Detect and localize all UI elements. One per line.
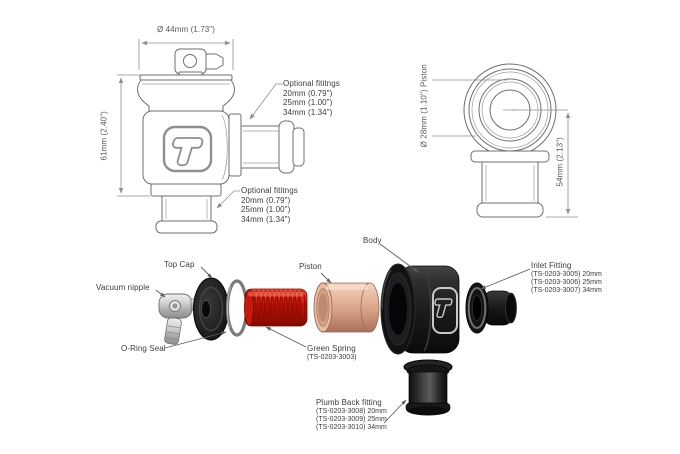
inlet-fitting-label: Inlet Fitting (TS-0203-3005) 20mm (TS-02… [531,261,602,296]
oring-seal-label: O-Ring Seal [121,344,166,353]
side-height-dimension: 54mm (2.13") [555,137,565,187]
front-side-fitting [228,113,305,177]
side-fittings-option: 20mm (0.79") [283,88,333,98]
plumb-back-option: (TS-0203-3009) 25mm [316,415,387,423]
bottom-fittings-title: Optional fititngs [241,186,298,195]
front-logo [162,125,213,173]
inlet-fitting-title: Inlet Fitting [531,261,572,270]
exploded-oring-seal [225,279,249,337]
exploded-plumb-back-fitting [403,359,453,416]
green-spring-label: Green Spring (TS-0203-3003) [307,344,356,362]
green-spring-part-number: (TS-0203-3003) [307,353,357,361]
piston-label: Piston [299,262,322,271]
front-nipple-barb [205,53,224,70]
exploded-leader-lines [155,243,531,424]
front-height-dimension: 61mm (2.40") [99,111,109,161]
side-piston-dimension: Ø 28mm (1.10") Piston [419,64,429,148]
bottom-fittings-option: 25mm (1.00") [241,205,291,214]
side-fittings-note: Optional fititngs 20mm (0.79") 25mm (1.0… [283,79,340,117]
exploded-piston [313,282,380,333]
vacuum-nipple-label: Vacuum nipple [96,283,150,292]
front-cap-top [139,74,233,81]
plumb-back-title: Plumb Back fitting [316,398,382,407]
side-view-drawing [432,63,578,218]
inlet-fitting-option: (TS-0203-3005) 20mm [531,270,602,278]
plumb-back-option: (TS-0203-3008) 20mm [316,407,387,415]
side-fittings-option: 25mm (1.00") [283,98,333,107]
green-spring-title: Green Spring [307,344,356,353]
side-fittings-title: Optional fititngs [283,79,340,88]
body-logo [432,287,458,334]
exploded-inlet-fitting [465,282,517,334]
front-cap-dome [136,79,236,112]
front-diameter-dimension: Ø 44mm (1.73") [156,25,216,34]
front-bottom-fitting [150,183,222,234]
bottom-fittings-option: 34mm (1.34") [241,214,291,224]
body-label: Body [363,236,382,245]
plumb-back-option: (TS-0203-3010) 34mm [316,424,387,432]
bottom-fittings-note: Optional fititngs 20mm (0.79") 25mm (1.0… [241,186,298,224]
exploded-body [380,263,460,355]
plumb-back-fitting-label: Plumb Back fitting (TS-0203-3008) 20mm (… [316,398,387,433]
front-view-drawing [117,39,305,234]
bottom-fittings-option: 20mm (0.79") [241,195,291,205]
inlet-fitting-option: (TS-0203-3006) 25mm [531,278,602,286]
exploded-green-spring [244,288,308,327]
exploded-top-cap [193,277,229,341]
side-fittings-option: 34mm (1.34") [283,107,333,117]
top-cap-label: Top Cap [164,260,195,269]
inlet-fitting-option: (TS-0203-3007) 34mm [531,287,602,295]
